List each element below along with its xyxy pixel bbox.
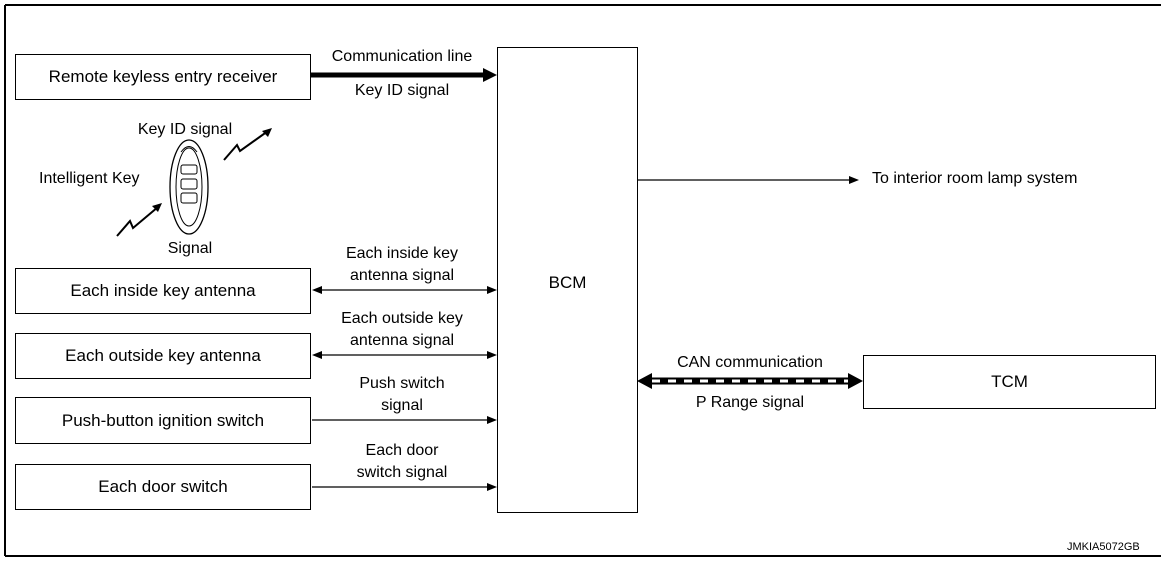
key-id-signal-label: Key ID signal	[354, 82, 450, 99]
communication-line-label: Communication line	[331, 48, 473, 65]
signal-key-label: Signal	[167, 240, 213, 257]
inside-antenna-signal-line2: antenna signal	[349, 267, 455, 284]
door-switch-label: Each door switch	[98, 477, 228, 496]
inside-antenna-arrowhead-right	[487, 286, 497, 294]
door-switch-arrowhead	[487, 483, 497, 491]
push-button-ignition-switch-label: Push-button ignition switch	[61, 410, 265, 430]
door-switch-signal-label: Each door switch signal	[312, 440, 492, 484]
inside-key-antenna-box: Each inside key antenna	[15, 268, 311, 314]
push-switch-arrowhead	[487, 416, 497, 424]
remote-keyless-entry-receiver-label: Remote keyless entry receiver	[48, 67, 278, 86]
door-switch-signal-line1: Each door	[365, 442, 439, 459]
intelligent-key-label: Intelligent Key	[39, 170, 140, 187]
push-switch-signal-label: Push switch signal	[312, 373, 492, 417]
wireless-signal-icon-upper	[223, 128, 272, 161]
inside-antenna-signal-line1: Each inside key	[345, 245, 459, 262]
intelligent-key-icon	[169, 139, 209, 235]
outside-antenna-signal-line1: Each outside key	[341, 310, 463, 327]
figure-code: JMKIA5072GB	[1067, 541, 1140, 553]
outside-key-antenna-label: Each outside key antenna	[65, 346, 261, 365]
interior-lamp-arrowhead	[849, 176, 859, 184]
push-button-ignition-switch-box: Push-button ignition switch	[15, 397, 311, 444]
outside-key-antenna-box: Each outside key antenna	[15, 333, 311, 379]
tcm-box: TCM	[863, 355, 1156, 409]
p-range-signal-label: P Range signal	[695, 394, 805, 411]
push-switch-signal-line2: signal	[381, 397, 423, 414]
wireless-signal-icon-lower	[116, 203, 162, 237]
inside-antenna-signal-label: Each inside key antenna signal	[312, 243, 492, 287]
bcm-box: BCM	[497, 47, 638, 513]
outside-antenna-arrowhead-right	[487, 351, 497, 359]
bcm-label: BCM	[548, 273, 587, 292]
push-switch-signal-line1: Push switch	[359, 375, 445, 392]
inside-key-antenna-label: Each inside key antenna	[70, 281, 256, 300]
door-switch-box: Each door switch	[15, 464, 311, 510]
remote-keyless-entry-receiver-box: Remote keyless entry receiver	[15, 54, 311, 100]
inside-antenna-arrowhead-left	[312, 286, 322, 294]
interior-room-lamp-label: To interior room lamp system	[872, 170, 1078, 187]
door-switch-signal-line2: switch signal	[356, 464, 448, 481]
communication-line-arrowhead	[483, 68, 497, 82]
can-arrowhead-left	[637, 373, 652, 389]
can-communication-label: CAN communication	[677, 354, 823, 371]
outside-antenna-arrowhead-left	[312, 351, 322, 359]
outside-antenna-signal-label: Each outside key antenna signal	[312, 308, 492, 352]
can-arrowhead-right	[848, 373, 863, 389]
tcm-label: TCM	[991, 372, 1028, 391]
key-id-signal-key-label: Key ID signal	[137, 121, 233, 138]
outside-antenna-signal-line2: antenna signal	[349, 332, 455, 349]
